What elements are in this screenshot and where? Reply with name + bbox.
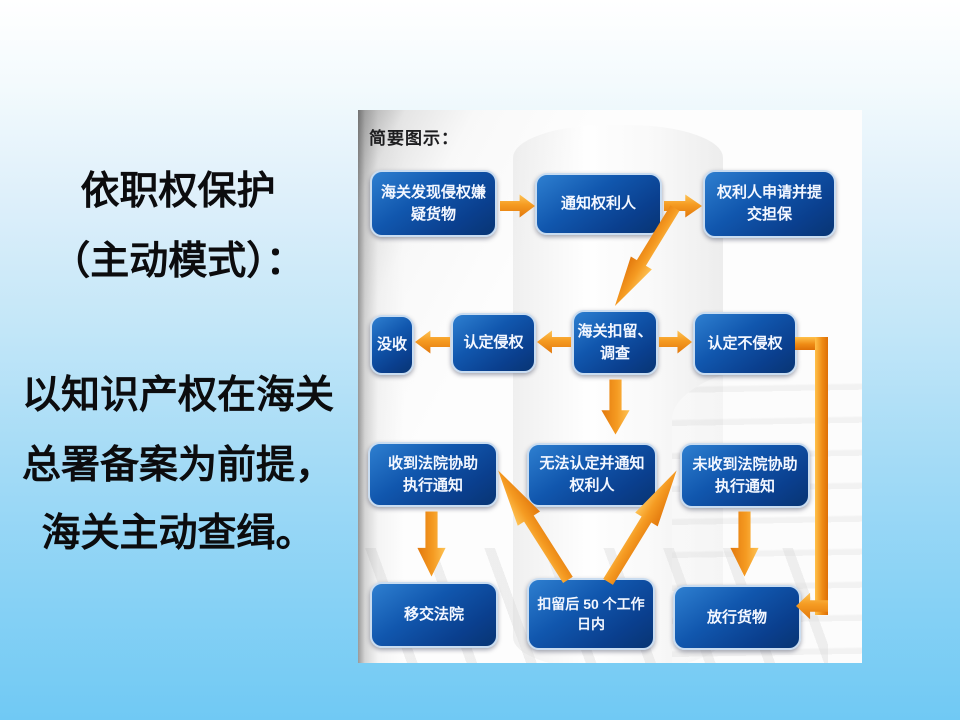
arrow-discover-to-notify [500, 194, 535, 218]
flow-box-court-notice: 收到法院协助 执行通知 [368, 442, 498, 507]
body-line-1: 以知识产权在海关 [21, 374, 334, 417]
flow-box-label: 权利人申请并提 交担保 [716, 184, 822, 223]
flow-box-label: 通知权利人 [560, 195, 636, 213]
flow-box-not-infringing: 认定不侵权 [693, 312, 797, 375]
flow-box-infringing: 认定侵权 [451, 313, 536, 373]
body-line-3: 海关主动查缉。 [41, 512, 315, 555]
flow-box-label: 认定侵权 [463, 334, 524, 352]
flow-box-label: 认定不侵权 [707, 334, 783, 352]
arrow-detain-to-not-infringing [659, 330, 692, 354]
flow-box-customs-discover: 海关发现侵权嫌 疑货物 [370, 170, 497, 237]
slide-title-block: 依职权保护 （主动模式）： 以知识产权在海关 总署备案为前提， 海关主动查缉。 [0, 0, 356, 720]
elbow-vertical-shaft [815, 337, 828, 615]
flow-box-label: 扣留后 50 个工作 日内 [537, 595, 645, 632]
diagram-title: 简要图示： [369, 129, 459, 148]
arrow-detain-to-cannot-determine [600, 380, 632, 435]
flow-box-fifty-days: 扣留后 50 个工作 日内 [527, 578, 655, 650]
arrow-detain-to-infringing [537, 329, 571, 355]
heading-line-1: 依职权保护 [80, 170, 276, 213]
flow-box-label: 没收 [376, 336, 407, 354]
flow-box-detain-investigate: 海关扣留、 调查 [572, 310, 658, 375]
flow-box-notify-holder: 通知权利人 [535, 173, 662, 235]
flow-box-label: 海关发现侵权嫌 疑货物 [380, 183, 486, 223]
heading-line-2: （主动模式）： [51, 240, 305, 283]
flow-box-cannot-determine: 无法认定并通知 权利人 [527, 443, 657, 507]
flow-box-confiscate: 没收 [370, 315, 414, 375]
flow-box-no-court-notice: 未收到法院协助 执行通知 [680, 443, 810, 508]
flowchart-panel: 简要图示： 海关发现侵权嫌 疑货物 通知权利人 权利人申请并提 交担保 没收 认… [358, 110, 862, 663]
arrow-infringing-to-confiscate [415, 329, 450, 355]
arrow-no-court-notice-to-release [729, 512, 761, 577]
body-line-2: 总署备案为前提， [21, 444, 334, 487]
flow-box-transfer-court: 移交法院 [370, 582, 498, 648]
flow-box-label: 未收到法院协助 执行通知 [692, 455, 798, 495]
flow-box-label: 收到法院协助 执行通知 [387, 454, 478, 494]
flow-box-holder-apply: 权利人申请并提 交担保 [703, 170, 836, 238]
flow-box-label: 移交法院 [403, 606, 464, 624]
arrow-court-notice-to-transfer [416, 512, 448, 577]
flow-box-label: 放行货物 [706, 608, 767, 626]
flow-box-release-goods: 放行货物 [673, 585, 801, 650]
flow-box-label: 海关扣留、 调查 [577, 322, 653, 362]
flow-box-label: 无法认定并通知 权利人 [539, 455, 645, 494]
